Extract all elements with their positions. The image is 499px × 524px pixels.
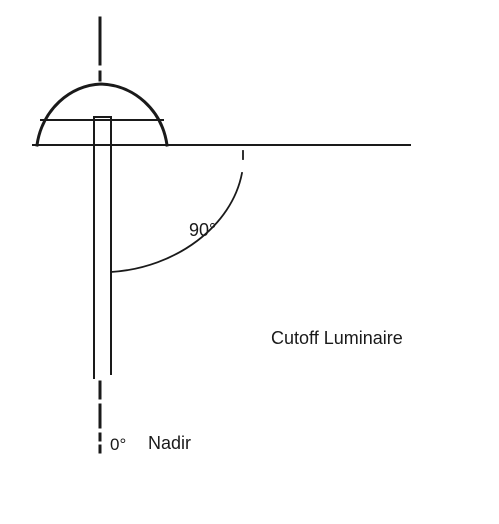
luminaire-dome (35, 82, 169, 147)
nadir-label: Nadir (148, 433, 192, 453)
luminaire-pole (93, 116, 112, 379)
nadir-degree-label: 0° (110, 435, 127, 454)
diagram-title: Cutoff Luminaire (271, 328, 403, 348)
angle-label: 90° (189, 220, 217, 240)
angle-arc-90 (110, 171, 244, 273)
